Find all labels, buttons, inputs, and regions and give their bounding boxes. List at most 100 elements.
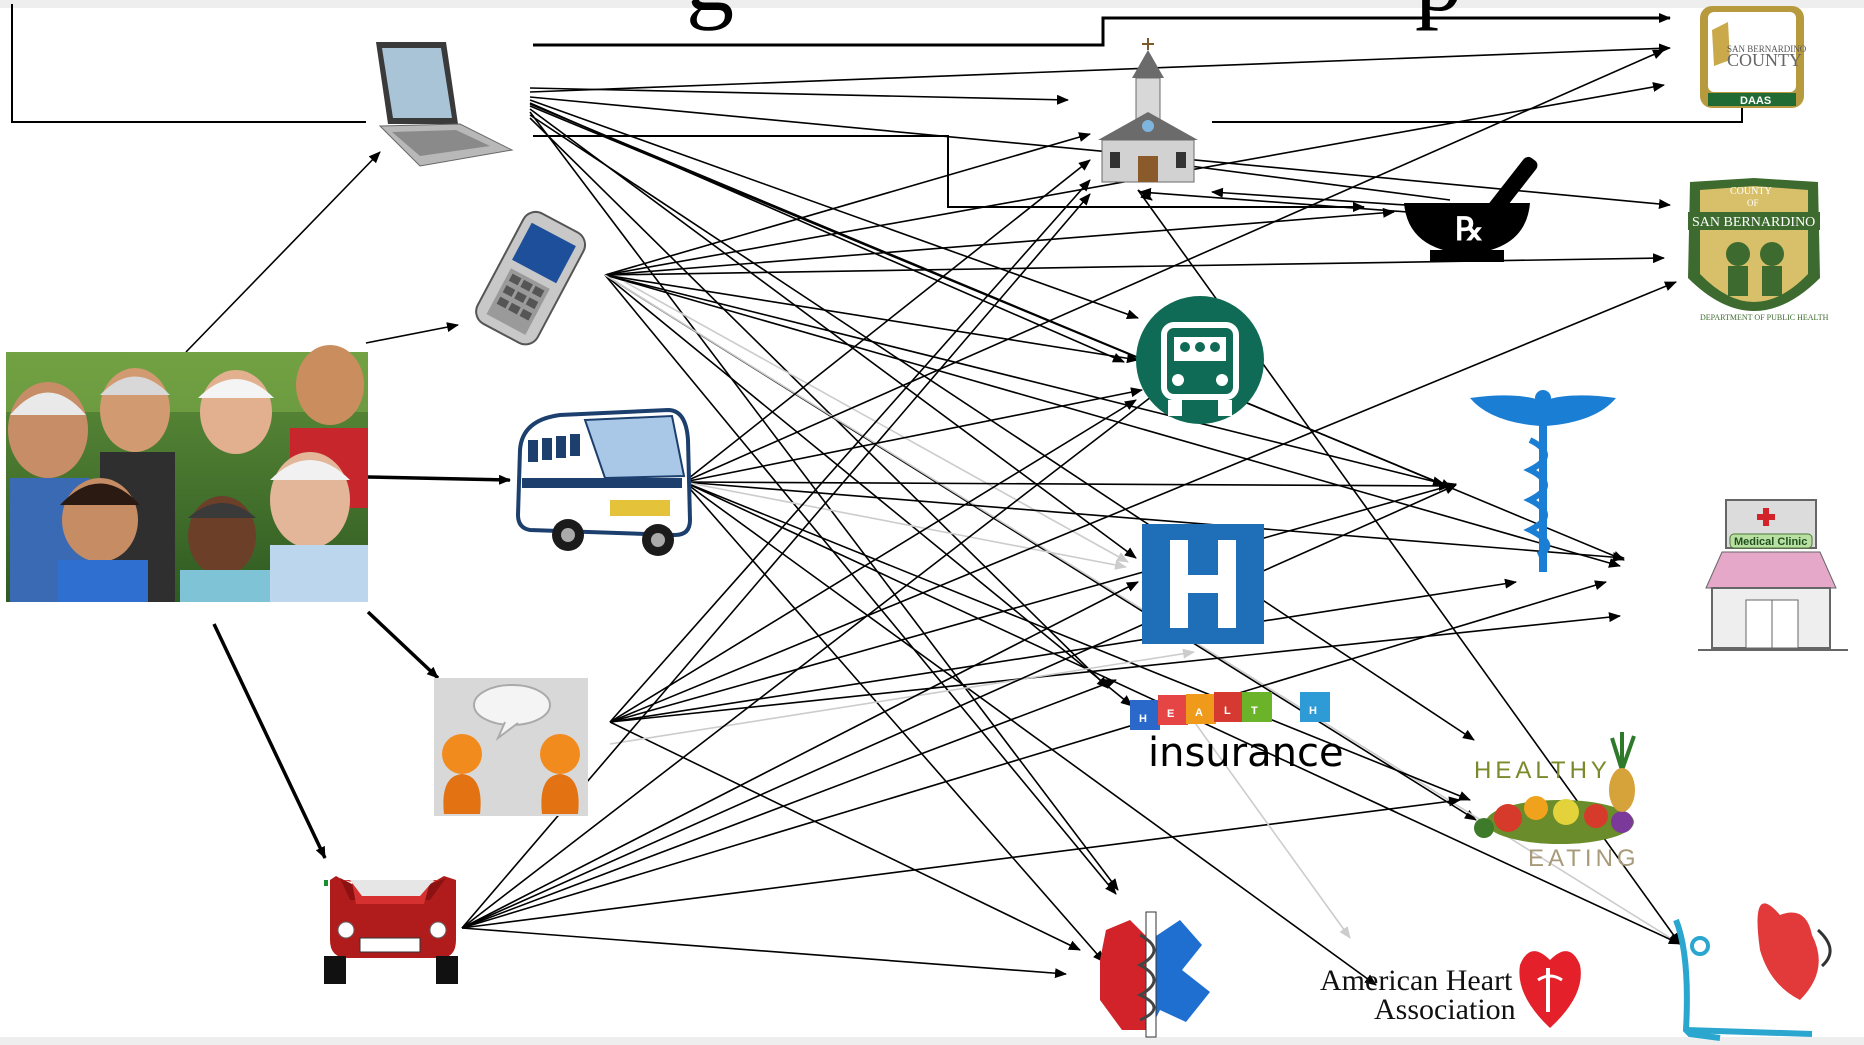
connection-arrow xyxy=(529,96,1671,209)
connection-arrow xyxy=(609,578,1517,723)
connection-arrow xyxy=(604,274,1139,364)
connection-arrow xyxy=(609,399,1137,723)
health-block-letter: H xyxy=(1309,705,1317,717)
aha-logo: American Heart Association xyxy=(1320,951,1581,1028)
seniors-photo xyxy=(6,345,368,602)
county-daas-main: COUNTY xyxy=(1727,50,1802,70)
connection-arrow xyxy=(604,274,1445,487)
public-health-ring: DEPARTMENT OF PUBLIC HEALTH xyxy=(1700,313,1829,322)
connection-arrow xyxy=(461,679,1117,929)
connection-arrows xyxy=(185,43,1681,986)
elbow-laptop-county xyxy=(11,4,366,123)
connection-arrow xyxy=(367,474,511,485)
connection-arrow xyxy=(461,581,1139,929)
laptop-icon xyxy=(376,42,514,167)
connection-arrow xyxy=(604,274,1621,568)
connection-arrow xyxy=(609,612,1621,723)
county-daas-top: SAN BERNARDINO xyxy=(1727,44,1807,54)
connection-arrow xyxy=(185,151,381,353)
connection-arrow xyxy=(683,481,1377,986)
connection-arrow xyxy=(683,481,1625,563)
connection-arrow xyxy=(1143,156,1451,201)
connection-arrow xyxy=(683,481,1105,963)
connection-arrow xyxy=(604,253,1665,276)
connection-arrow xyxy=(529,117,1109,689)
senior-face xyxy=(198,370,274,454)
senior-face xyxy=(270,452,368,602)
connection-arrow xyxy=(461,484,1457,929)
connection-arrow xyxy=(529,43,1671,93)
health-insurance-logo: H E A L T H insurance xyxy=(1130,692,1344,776)
connection-arrow xyxy=(461,580,1607,929)
connection-arrow xyxy=(461,796,1461,929)
connection-arrow xyxy=(683,159,1091,483)
connection-arrow xyxy=(609,482,1457,723)
connection-arrow xyxy=(461,927,1067,979)
healthy-word: HEALTHY xyxy=(1474,757,1611,784)
connection-arrow xyxy=(461,389,1161,929)
elbow-laptop-pharmacy xyxy=(533,135,1365,212)
public-health-line2: OF xyxy=(1747,198,1759,208)
connection-arrow xyxy=(609,281,1677,723)
connection-arrow xyxy=(683,481,1127,570)
elbow-connectors xyxy=(11,4,1743,212)
connection-arrow xyxy=(365,322,459,344)
medical-clinic-icon: Medical Clinic xyxy=(1698,499,1848,651)
public-health-badge: COUNTY OF SAN BERNARDINO DEPARTMENT OF P… xyxy=(1688,178,1829,322)
health-block-letter: A xyxy=(1195,707,1203,719)
star-of-life-icon xyxy=(1100,911,1210,1038)
connection-arrow xyxy=(604,132,1091,276)
car-icon xyxy=(324,876,458,984)
church-icon xyxy=(1098,38,1198,183)
pharmacy-rx: ℞ xyxy=(1455,211,1484,247)
title-fragment-right: p xyxy=(1415,0,1463,31)
senior-face xyxy=(58,478,148,602)
health-block-letter: T xyxy=(1251,705,1258,717)
connection-arrow xyxy=(609,721,1081,951)
connection-arrow xyxy=(212,623,327,859)
public-health-line3: SAN BERNARDINO xyxy=(1692,215,1815,230)
connection-arrow xyxy=(683,480,1451,491)
connection-arrow xyxy=(604,274,1117,895)
top-strip xyxy=(0,0,1864,8)
connection-arrow xyxy=(604,274,1133,707)
health-block-letter: L xyxy=(1224,705,1231,717)
clinic-sign: Medical Clinic xyxy=(1734,536,1807,548)
connection-arrow xyxy=(609,648,1195,745)
connection-arrow xyxy=(529,103,1625,561)
public-health-line1: COUNTY xyxy=(1730,186,1772,197)
connection-arrow xyxy=(366,610,440,680)
connection-arrow xyxy=(1179,701,1351,939)
bus-icon xyxy=(515,407,693,556)
cellphone-icon xyxy=(475,210,587,346)
pharmacy-icon: ℞ xyxy=(1404,156,1538,262)
county-daas-bottom: DAAS xyxy=(1740,95,1771,107)
caduceus-icon xyxy=(1470,390,1616,572)
healthy-eating-logo: HEALTHY EATING xyxy=(1474,732,1640,872)
eating-word: EATING xyxy=(1528,845,1640,872)
connection-arrow xyxy=(529,111,1119,891)
bottom-strip xyxy=(0,1037,1864,1045)
health-block-letter: E xyxy=(1167,708,1174,720)
connection-arrow xyxy=(609,179,1091,723)
fitness-heart-icon xyxy=(1673,903,1832,1041)
connection-arrow xyxy=(1211,187,1421,207)
aha-line2: Association xyxy=(1374,993,1516,1026)
connection-arrow xyxy=(683,481,1471,801)
health-block-letter: H xyxy=(1139,713,1147,725)
connection-arrow xyxy=(1139,187,1449,216)
county-daas-badge: SAN BERNARDINO COUNTY DAAS xyxy=(1700,6,1807,108)
elbow-laptop-county-top xyxy=(533,13,1671,47)
senior-face xyxy=(180,496,270,602)
insurance-word: insurance xyxy=(1148,730,1344,776)
connection-arrow xyxy=(529,114,1475,741)
connection-arrow xyxy=(604,207,1395,276)
connection-arrow xyxy=(529,87,1069,105)
health-blocks: H E A L T H xyxy=(1130,692,1330,730)
conversation-icon xyxy=(434,678,588,816)
title-fragment-left: g xyxy=(686,0,734,31)
connection-arrow xyxy=(683,387,1143,483)
transit-bus-icon xyxy=(1136,296,1264,424)
hospital-icon xyxy=(1142,524,1264,644)
